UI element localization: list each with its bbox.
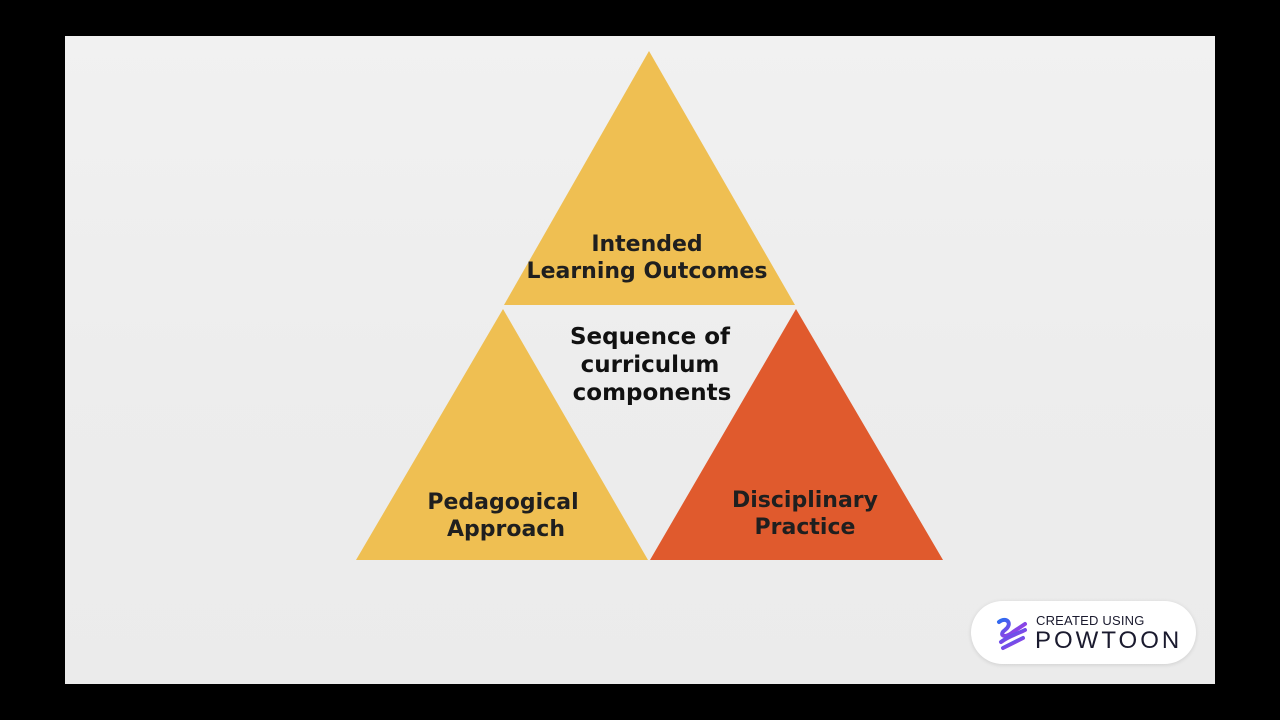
right-label-line2: Practice <box>755 515 856 540</box>
created-using-powtoon-badge[interactable]: CREATED USING POWTOON <box>971 601 1196 664</box>
top-label-line1: Intended <box>591 232 702 257</box>
badge-small-text: CREATED USING <box>1036 613 1145 628</box>
pedagogical-approach-triangle <box>356 309 648 560</box>
intended-outcomes-triangle <box>504 51 795 305</box>
powtoon-logo-icon <box>997 617 1027 650</box>
badge-brand-text: POWTOON <box>1035 627 1183 654</box>
center-label-line3: components <box>573 380 732 406</box>
center-label-line1: Sequence of <box>570 324 731 350</box>
center-label-line2: curriculum <box>581 352 720 378</box>
right-label-line1: Disciplinary <box>732 488 878 513</box>
disciplinary-practice-triangle <box>650 309 943 560</box>
left-label-line1: Pedagogical <box>427 490 578 515</box>
left-label-line2: Approach <box>447 517 565 542</box>
top-label-line2: Learning Outcomes <box>527 259 768 284</box>
